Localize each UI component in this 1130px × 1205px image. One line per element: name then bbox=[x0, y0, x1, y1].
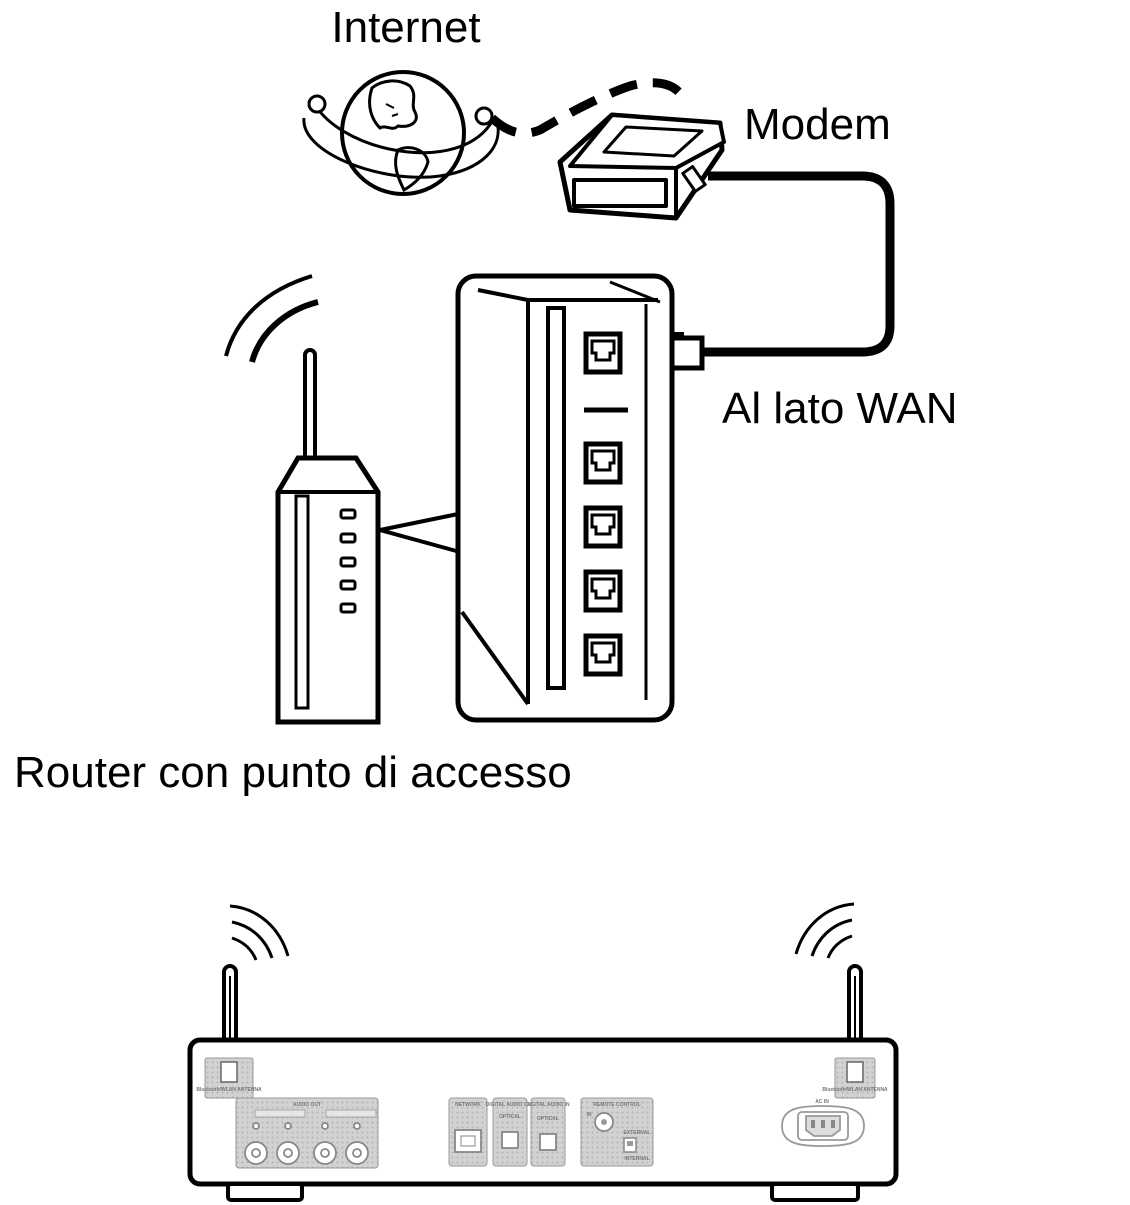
optical-out-label: OPTICAL bbox=[499, 1114, 521, 1120]
router-icon bbox=[224, 274, 381, 725]
wan-cable bbox=[700, 171, 895, 357]
internet-label: Internet bbox=[331, 3, 480, 52]
modem-label: Modem bbox=[744, 100, 891, 149]
external-label: EXTERNAL bbox=[624, 1130, 651, 1136]
left-foot bbox=[226, 1182, 304, 1202]
remote-control-label: REMOTE CONTROL bbox=[593, 1102, 641, 1108]
internet-link-line bbox=[488, 78, 691, 138]
right-foot bbox=[770, 1182, 860, 1202]
left-wifi-waves-icon bbox=[229, 904, 290, 961]
right-wifi-waves-icon bbox=[794, 902, 855, 959]
lan-port-1-icon bbox=[583, 441, 623, 485]
lan-port-4-icon bbox=[583, 633, 623, 677]
optical-in-label: OPTICAL bbox=[537, 1116, 559, 1122]
router-ports-zoom bbox=[455, 273, 675, 723]
callout-pointer bbox=[379, 512, 461, 554]
internal-label: INTERNAL bbox=[624, 1156, 649, 1162]
internet-globe-icon bbox=[302, 70, 500, 196]
router-label: Router con punto di accesso bbox=[14, 748, 572, 797]
lan-port-2-icon bbox=[583, 505, 623, 549]
digital-audio-out-label: DIGITAL AUDIO OUT bbox=[486, 1102, 535, 1108]
wan-label: Al lato WAN bbox=[722, 384, 958, 433]
optical-in-port-icon bbox=[539, 1133, 557, 1151]
digital-audio-in-label: DIGITAL AUDIO IN bbox=[526, 1102, 570, 1108]
ac-inlet-icon bbox=[781, 1105, 865, 1147]
rca-jacks-icon bbox=[244, 1122, 369, 1165]
network-label: NETWORK bbox=[455, 1102, 481, 1108]
right-antenna-terminal-label: Bluetooth/WLAN ANTENNA bbox=[822, 1087, 888, 1093]
wan-port-icon bbox=[583, 331, 623, 375]
remote-in-label: IN bbox=[587, 1112, 592, 1118]
modem-icon bbox=[557, 112, 726, 221]
ac-in-label: AC IN bbox=[815, 1099, 829, 1105]
lan-port-3-icon bbox=[583, 569, 623, 613]
left-antenna-terminal-label: Bluetooth/WLAN ANTENNA bbox=[196, 1087, 262, 1093]
network-port-icon bbox=[454, 1129, 482, 1153]
optical-out-port-icon bbox=[501, 1131, 519, 1149]
device-rear-panel: Bluetooth/WLAN ANTENNA Bluetooth/WLAN AN… bbox=[187, 902, 899, 1202]
audio-out-label: AUDIO OUT bbox=[293, 1102, 321, 1108]
